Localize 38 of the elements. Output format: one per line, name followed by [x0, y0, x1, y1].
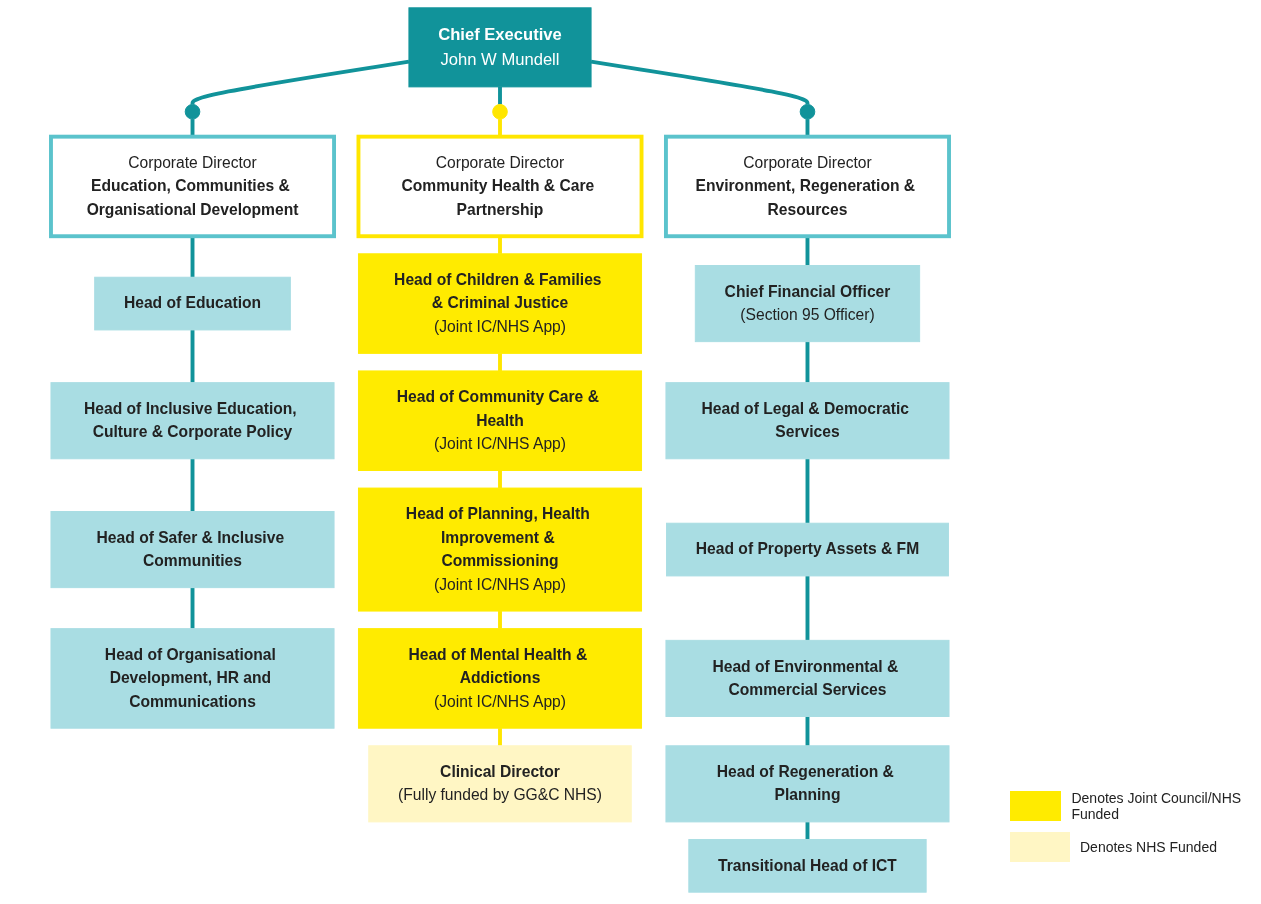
node-circle — [492, 103, 508, 120]
node-box: Head of Education — [94, 276, 291, 331]
connector — [190, 587, 195, 630]
connector — [805, 341, 810, 383]
node-box: Chief Financial Officer (Section 95 Officer) — [694, 265, 921, 343]
connector — [498, 470, 502, 489]
legend-text: Denotes Joint Council/NHS Funded — [1071, 790, 1243, 822]
node-circle — [799, 103, 816, 120]
connector — [590, 59, 810, 105]
node-box: Head of Community Care & Health (Joint IC/NHS App) — [357, 370, 643, 471]
node-box: Head of Inclusive Education, Culture & Corporate Policy — [50, 382, 335, 460]
node-box: Head of Planning, Health Improvement & Commissioning (Joint IC/NHS App) — [357, 487, 643, 612]
node-box: Head of Property Assets & FM — [666, 522, 949, 577]
connector — [190, 329, 195, 383]
node-box: Head of Mental Health & Addictions (Joint IC/NHS App) — [357, 628, 643, 729]
node-circle — [184, 103, 201, 120]
connector — [498, 727, 502, 747]
node-box: Corporate Director Education, Communities & Organisational Development — [49, 134, 336, 239]
connector — [190, 59, 410, 105]
node-box: Chief Executive John W Mundell — [408, 7, 592, 88]
connector — [498, 352, 502, 372]
connector — [498, 610, 502, 630]
node-box: Head of Environmental & Commercial Services — [665, 639, 950, 717]
node-box: Corporate Director Environment, Regeneration & Resources — [664, 134, 951, 239]
legend-text: Denotes NHS Funded — [1080, 839, 1217, 855]
connector — [190, 458, 195, 512]
node-box: Head of Organisational Development, HR and Communications — [50, 628, 335, 729]
node-box: Clinical Director (Fully funded by GG&C NHS) — [368, 745, 632, 823]
connector — [498, 86, 502, 105]
node-box: Head of Safer & Inclusive Communities — [50, 511, 335, 589]
connector — [805, 716, 810, 747]
connector — [805, 575, 810, 641]
node-box: Transitional Head of ICT — [688, 839, 927, 893]
node-box: Head of Children & Families & Criminal Justice (Joint IC/NHS App) — [357, 253, 643, 354]
connector — [805, 458, 810, 524]
node-box: Corporate Director Community Health & Care Partnership — [356, 134, 644, 239]
node-box: Head of Regeneration & Planning — [665, 745, 950, 823]
node-box: Head of Legal & Democratic Services — [665, 382, 950, 460]
